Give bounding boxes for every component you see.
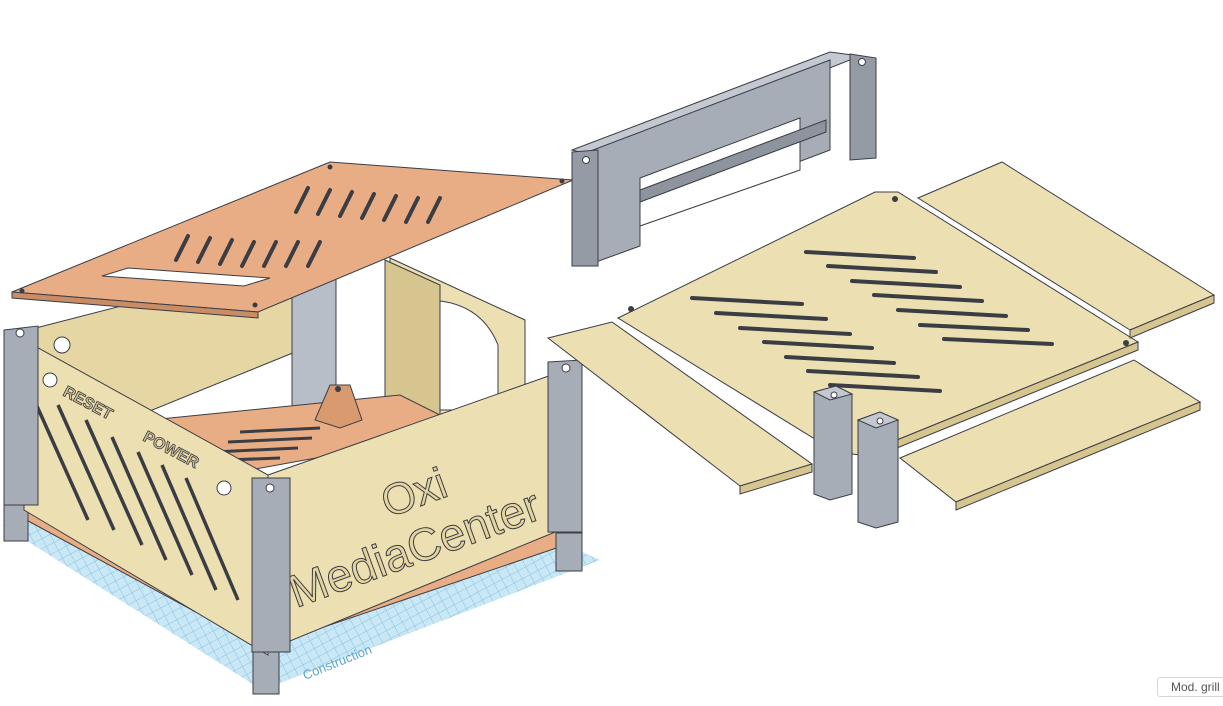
post-b-hole <box>876 417 884 425</box>
bracket-holes <box>582 58 866 164</box>
loose-corner-post-b[interactable] <box>856 411 900 529</box>
bracket-right-post[interactable] <box>849 53 877 161</box>
panel-side-left-edge <box>739 463 813 495</box>
bracket-left-post[interactable] <box>571 149 599 267</box>
panel-side-upper-edge <box>1129 294 1215 339</box>
lid-vents <box>174 186 442 268</box>
panel-top-vented[interactable] <box>616 191 1140 464</box>
case-foot-front[interactable] <box>252 647 280 695</box>
panel-screw-holes <box>628 196 1129 346</box>
post-a-hole <box>830 391 838 399</box>
lid-slot-window <box>101 267 271 287</box>
corner-post-left[interactable] <box>3 325 39 506</box>
panel-side-lower-edge <box>955 401 1201 511</box>
back-wall-hole <box>53 336 71 354</box>
bracket-rail <box>639 119 827 203</box>
mount-standoff[interactable] <box>314 384 363 429</box>
case-foot-right[interactable] <box>555 532 583 572</box>
drive-bracket[interactable] <box>570 51 877 267</box>
loose-corner-post-a[interactable] <box>812 385 854 501</box>
panel-vents <box>690 250 1054 393</box>
panel-side-lower[interactable] <box>899 359 1202 511</box>
panel-side-upper[interactable] <box>916 161 1216 339</box>
corner-post-right[interactable] <box>547 359 583 533</box>
power-button-hole <box>216 480 232 496</box>
case-lid[interactable] <box>11 161 574 313</box>
lid-screw-holes <box>19 164 565 308</box>
left-wall-vents <box>30 394 240 601</box>
corner-post-front[interactable] <box>251 477 291 653</box>
standoff-hole <box>335 386 341 392</box>
reset-button-hole <box>42 372 58 388</box>
lid-edge <box>11 291 259 319</box>
post-caps <box>15 328 571 493</box>
media-center-case[interactable]: RESET POWER Oxi MediaCenter <box>3 161 583 695</box>
panel-side-left[interactable] <box>546 321 814 495</box>
edit-grid-button[interactable]: Mod. grill <box>1157 677 1223 697</box>
